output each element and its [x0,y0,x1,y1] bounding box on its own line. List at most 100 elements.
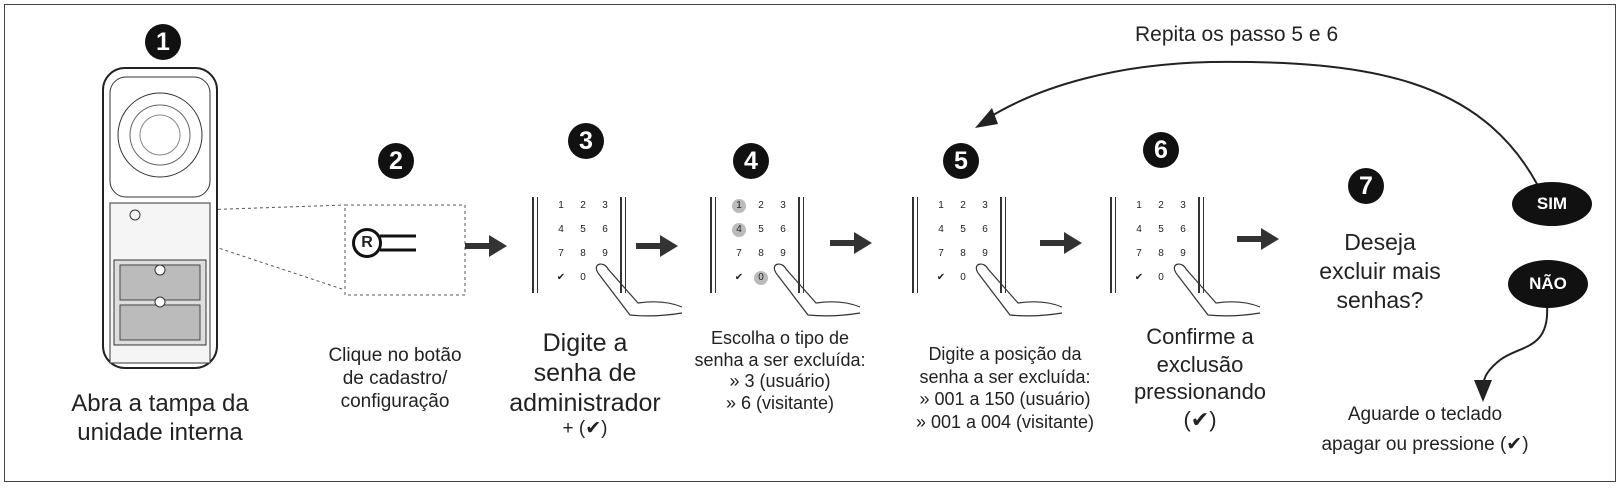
yes-option: SIM [1512,182,1592,226]
keypad-key: 2 [1158,200,1164,211]
keypad-key: 8 [758,248,764,259]
keypad-frame [620,197,626,293]
keypad-key: 2 [580,200,586,211]
keypad-key: 7 [938,248,944,259]
keypad-key: 8 [580,248,586,259]
diagram-frame [4,4,1616,482]
step-3-text: Digite a senha de administrador + (✔) [495,328,675,441]
step-6-badge: 6 [1143,132,1179,168]
step-6-text: Confirme a exclusão pressionando (✔) [1110,323,1290,433]
keypad-key: 2 [758,200,764,211]
step-5-badge: 5 [943,143,979,179]
step-5-option: » 001 a 150 (usuário) [919,389,1091,409]
no-option: NÃO [1508,260,1588,308]
step-5-line: senha a ser excluída: [919,366,1091,387]
keypad-key: 5 [580,224,586,235]
step-4-line: Escolha o tipo de [710,328,850,348]
keypad-key: 9 [1180,248,1186,259]
step-1-text: Abra a tampa da unidade interna [50,390,270,448]
keypad-frame [710,197,716,293]
step-6-line: exclusão [1156,351,1244,377]
step-1-badge: 1 [145,24,181,60]
keypad-key: 6 [982,224,988,235]
step-3-badge: 3 [568,123,604,159]
keypad-key: ✔ [556,272,566,283]
step-2-line: de cadastro/ [342,367,448,389]
keypad-frame [1110,197,1116,293]
arrow-right-icon [830,232,872,254]
step-4-option: » 3 (usuário) [729,371,831,392]
step-7-line: senhas? [1336,286,1424,313]
step-6-confirm: (✔) [1183,406,1217,432]
keypad-frame [532,197,538,293]
loop-instruction: Repita os passo 5 e 6 [1135,23,1339,46]
keypad-key: 7 [736,248,742,259]
keypad-key: 6 [602,224,608,235]
keypad-frame [798,197,804,293]
keypad-key: 8 [960,248,966,259]
step-6-line: pressionando [1133,379,1267,404]
keypad-key: ✔ [1134,272,1144,283]
step-4-option: » 6 (visitante) [725,392,835,413]
finger-press-icon [1173,263,1261,317]
step-3-line: Digite a [542,329,628,357]
keypad-key: 6 [1180,224,1186,235]
keypad-key: 3 [780,200,786,211]
step-3-confirm: + (✔) [562,418,608,439]
keypad-key: 0 [960,272,966,283]
step-5-option: » 001 a 004 (visitante) [915,411,1095,432]
keypad-key: 5 [960,224,966,235]
step-1-line: unidade interna [77,418,243,446]
keypad-key: 7 [1136,248,1142,259]
keypad-key: 5 [1158,224,1164,235]
keypad-frame [1000,197,1006,293]
step-3-line: administrador [509,389,661,417]
step-7-line: excluir mais [1319,257,1441,284]
keypad-key: 3 [602,200,608,211]
keypad-key: 2 [960,200,966,211]
keypad-key: 1 [558,200,564,211]
button-lever-icon [380,234,416,252]
step-4-badge: 4 [733,143,769,179]
keypad-frame [1198,197,1204,293]
step-7-badge: 7 [1348,168,1384,204]
keypad-key: 5 [758,224,764,235]
arrow-right-icon [1237,228,1279,250]
step-7-line: Deseja [1344,229,1416,255]
step-1-line: Abra a tampa da [71,390,249,417]
arrow-right-icon [636,235,678,257]
keypad-key: ✔ [734,272,744,283]
keypad-key: 4 [938,224,944,235]
step-4-text: Escolha o tipo de senha a ser excluída: … [680,328,880,414]
finger-press-icon [595,263,683,317]
step-5-line: Digite a posição da [928,344,1082,364]
keypad-key: 0 [580,272,586,283]
keypad-key: ✔ [936,272,946,283]
keypad-key: 8 [1158,248,1164,259]
step-2-text: Clique no botão de cadastro/ configuraçã… [300,345,490,413]
keypad-key: 7 [558,248,564,259]
finger-press-icon [773,263,861,317]
keypad-key: 6 [780,224,786,235]
step-7-question: Deseja excluir mais senhas? [1300,228,1460,314]
finger-press-icon [975,263,1063,317]
keypad-key: 9 [982,248,988,259]
step-5-text: Digite a posição da senha a ser excluída… [885,343,1125,433]
lock-interior-unit-illustration [102,67,218,369]
final-line: apagar ou pressione (✔) [1321,434,1529,456]
final-line: Aguarde o teclado [1347,404,1503,425]
keypad-key: 3 [982,200,988,211]
keypad-frame [912,197,918,293]
step-3-line: senha de [533,359,637,387]
setup-button-icon: R [352,228,382,258]
keypad-key: 4 [1136,224,1142,235]
keypad-key: 4 [558,224,564,235]
